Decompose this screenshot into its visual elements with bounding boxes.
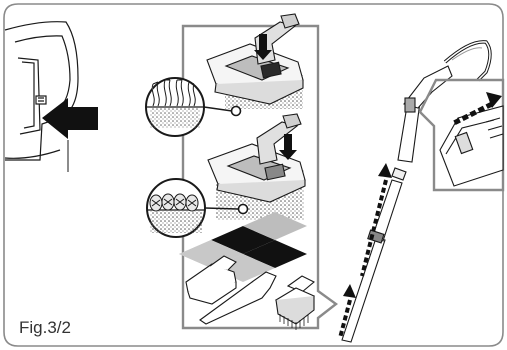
floor-nozzle-bristles-up-icon	[207, 113, 306, 220]
direction-arrow-icon	[450, 92, 502, 127]
upholstery-nozzle-icon	[185, 255, 237, 305]
bristles-magnifier-icon	[145, 77, 242, 137]
push-arrow-1	[254, 34, 272, 60]
direction-arrow-icon	[338, 163, 392, 339]
detail-inset-frame	[418, 78, 505, 192]
telescopic-tube-icon	[341, 167, 407, 343]
carpet-magnifier-icon	[146, 178, 249, 238]
push-arrow-2	[279, 134, 297, 160]
floor-nozzle-bristles-down-icon	[206, 13, 304, 109]
vacuum-side-panel-icon	[4, 21, 79, 161]
figure-label: Fig.3/2	[19, 318, 71, 337]
dusting-brush-icon	[274, 275, 316, 330]
hose-handle-icon	[397, 40, 492, 163]
direction-arrow-icon	[42, 98, 98, 139]
accessory-panel-frame	[181, 24, 339, 330]
figure-frame	[3, 3, 504, 347]
crevice-nozzle-icon	[199, 271, 277, 325]
hose-handle-detail-icon	[439, 105, 504, 187]
